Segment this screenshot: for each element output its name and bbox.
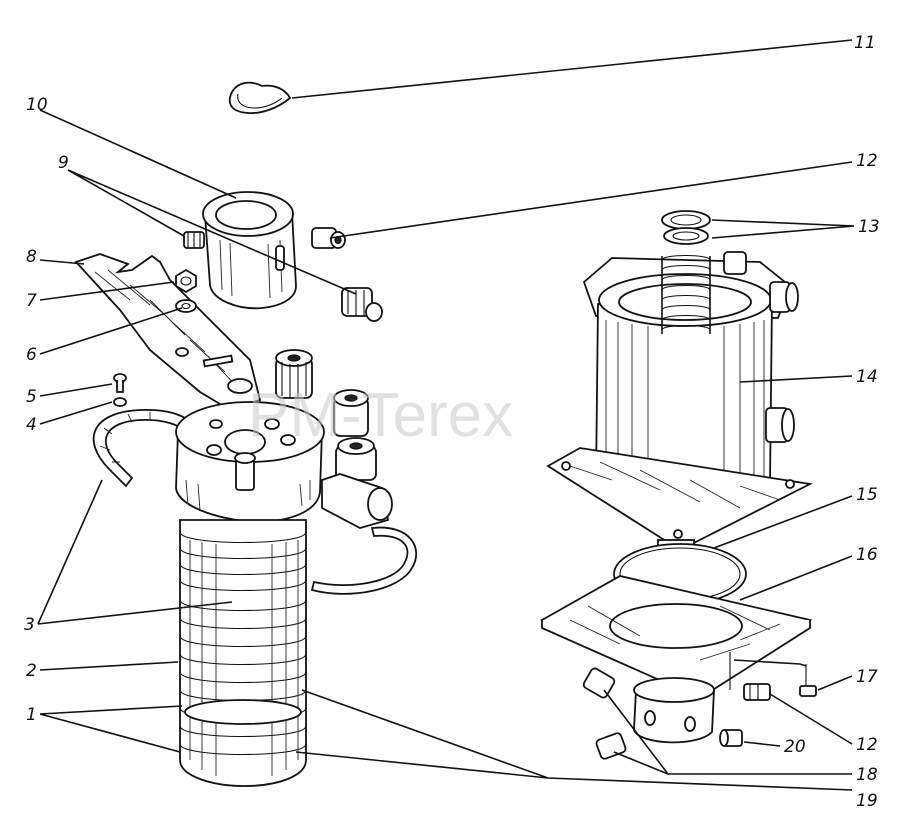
head-fittings — [275, 349, 393, 529]
lower-coupling — [633, 677, 715, 744]
part-6-washer — [175, 299, 197, 313]
part-7-nut — [175, 268, 197, 294]
callout-17: 17 — [856, 667, 878, 687]
part-17-screw — [799, 664, 817, 697]
callout-12-top: 12 — [856, 151, 878, 171]
part-8-lever-plate — [74, 253, 262, 411]
callout-14: 14 — [856, 367, 878, 387]
callout-1: 1 — [26, 705, 37, 725]
part-9-fittings — [183, 231, 383, 322]
callout-9: 9 — [58, 153, 69, 173]
disc-stack — [179, 519, 307, 787]
callout-6: 6 — [26, 345, 37, 365]
part-12-fitting-bottom — [743, 683, 771, 701]
callout-11: 11 — [854, 33, 876, 53]
callout-20: 20 — [784, 737, 806, 757]
part-5-screw — [113, 373, 127, 393]
callout-4: 4 — [26, 415, 37, 435]
callout-15: 15 — [856, 485, 878, 505]
part-18-fittings — [582, 652, 731, 760]
callout-13: 13 — [858, 217, 880, 237]
part-16-base-plate — [539, 575, 813, 700]
callout-18: 18 — [856, 765, 878, 785]
callout-3: 3 — [24, 615, 35, 635]
part-20-plug — [719, 729, 743, 747]
upper-flange — [546, 447, 813, 552]
callout-2: 2 — [26, 661, 37, 681]
part-12-fitting-top — [311, 227, 346, 249]
callout-5: 5 — [26, 387, 37, 407]
callout-10: 10 — [26, 95, 48, 115]
callout-labels: 11 10 9 12 13 8 7 6 14 5 4 15 16 3 2 17 … — [24, 33, 880, 811]
spring — [661, 254, 711, 334]
part-13-rings — [661, 210, 711, 245]
part-11-gasket — [228, 81, 292, 114]
part-3-split-ring-right — [310, 526, 417, 595]
callout-7: 7 — [26, 291, 37, 311]
leader-lines — [37, 39, 855, 791]
callout-8: 8 — [26, 247, 37, 267]
callout-16: 16 — [856, 545, 878, 565]
callout-12-bottom: 12 — [856, 735, 878, 755]
part-4-washer — [113, 397, 127, 407]
callout-19: 19 — [856, 791, 878, 811]
watermark-text: PM-Terex — [248, 381, 513, 450]
part-10-clamp-block — [202, 191, 297, 310]
part-14-housing — [582, 251, 799, 512]
